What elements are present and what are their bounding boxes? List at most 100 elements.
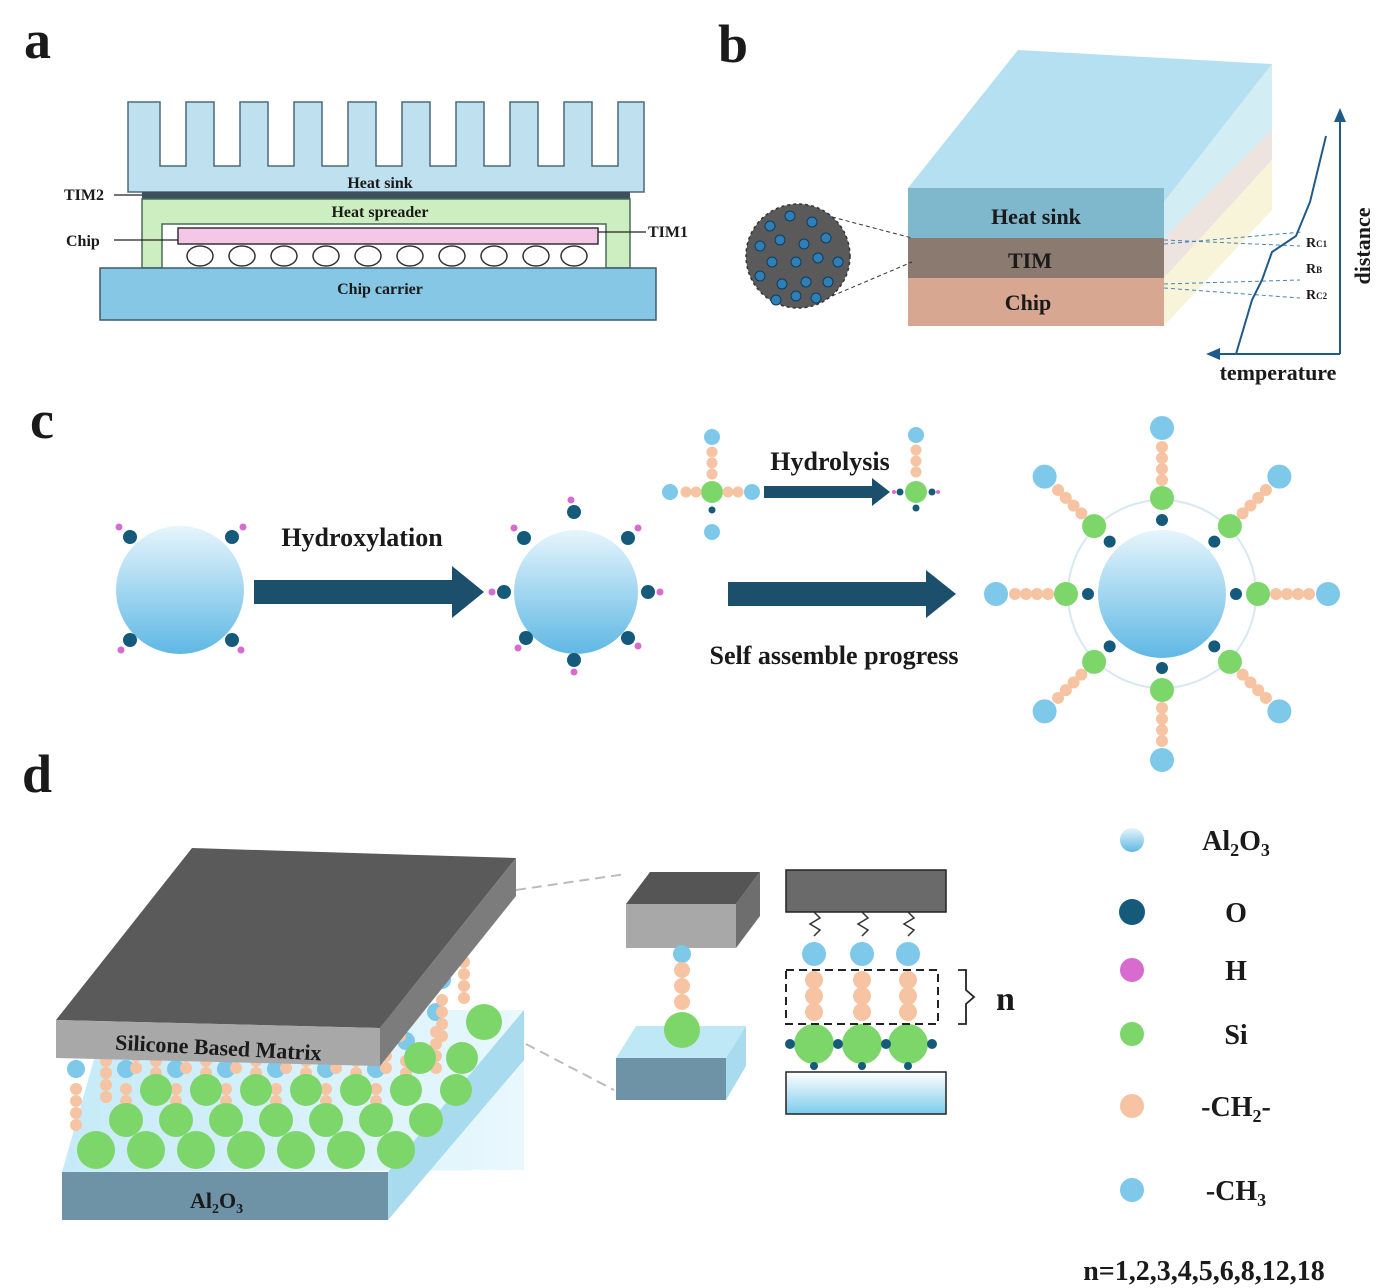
ch2-unit [458, 992, 470, 1004]
n-label: n [996, 981, 1015, 1018]
oxygen-atom [1103, 640, 1116, 653]
ch2-unit [805, 971, 823, 989]
heat-sink-a-label: Heat sink [347, 175, 412, 192]
panel-a-letter: a [24, 10, 51, 70]
ch3-group [1032, 464, 1057, 489]
ch3-group [984, 582, 1008, 606]
silicon-atom [190, 1074, 222, 1106]
hydrolysis-arrow [764, 478, 890, 506]
tim2-layer [142, 192, 630, 199]
ch2-unit [436, 1030, 448, 1042]
ch2-unit [1156, 452, 1168, 464]
rb-label: RB [1306, 262, 1322, 277]
tim1-label: TIM1 [648, 224, 688, 241]
silicon-atom [359, 1103, 393, 1137]
oxygen-atom [810, 1062, 818, 1070]
ch2-unit [1244, 676, 1257, 689]
schematic-matrix [785, 869, 947, 913]
legend-swatch [1120, 1022, 1144, 1046]
ch2-unit [320, 1083, 332, 1095]
grafted-chains [984, 416, 1340, 772]
silicon-atom [409, 1103, 443, 1137]
ch2-unit [280, 1062, 292, 1074]
rc2-line-b [1163, 287, 1301, 299]
ch2-unit [1244, 499, 1257, 512]
ch2-unit [380, 1062, 392, 1074]
oxygen-atom [904, 1062, 912, 1070]
panel-b: b Heat sink TIM Chip [718, 14, 1375, 385]
zoom-line-d-bottom [525, 1043, 615, 1091]
zoom-substrate-front [616, 1058, 726, 1100]
ch3-group [217, 1060, 235, 1078]
ch2-unit [1075, 507, 1088, 520]
chip-label-a: Chip [66, 233, 100, 250]
ch2-unit [70, 1095, 82, 1107]
heat-sink-front [908, 188, 1164, 238]
ch2-unit [1156, 724, 1168, 736]
rc1-line-a [1163, 231, 1303, 245]
silicon-atom [159, 1103, 193, 1137]
ch2-unit [1303, 588, 1315, 600]
tim-side [1164, 130, 1272, 278]
ch3-group [802, 942, 826, 966]
heat-spreader-label: Heat spreader [331, 204, 428, 221]
repeat-unit-box [785, 969, 939, 1025]
silicon-atom [277, 1131, 315, 1169]
silicon-atom [404, 1042, 436, 1074]
legend-swatch [1119, 899, 1145, 925]
ch2-unit [1236, 668, 1249, 681]
oxygen-atom [1230, 588, 1242, 600]
oxygen-atom [858, 1062, 866, 1070]
silicon-atom [1054, 582, 1078, 606]
matrix-front [56, 1020, 380, 1066]
self-assemble-arrow [728, 570, 956, 618]
ch2-unit [1156, 702, 1168, 714]
silicon-atom [290, 1074, 322, 1106]
schematic-chains [785, 911, 937, 1070]
ch2-unit [1031, 588, 1043, 600]
ch3-group [167, 1060, 185, 1078]
ch2-unit [1156, 735, 1168, 747]
tim-b-label: TIM [1008, 248, 1052, 273]
panel-c: c Hydroxylation [30, 390, 1340, 772]
ch3-group [1267, 699, 1292, 724]
ch2-unit [805, 987, 823, 1005]
self-assemble-label: Self assemble progress [710, 641, 959, 670]
silicon-atom [77, 1131, 115, 1169]
silicon-atom [109, 1103, 143, 1137]
silicon-atom [140, 1074, 172, 1106]
ch3-group [1150, 748, 1174, 772]
ch3-group [67, 1060, 85, 1078]
ch2-unit [436, 994, 448, 1006]
n-values: n=1,2,3,4,5,6,8,12,18 [1083, 1256, 1325, 1287]
ch3-group [1267, 464, 1292, 489]
alumina-particle-bare [116, 526, 244, 654]
ch3-group [850, 942, 874, 966]
ch2-unit [899, 971, 917, 989]
ch2-unit [100, 1079, 112, 1091]
silicon-atom [1217, 649, 1242, 674]
ch2-unit [1259, 691, 1272, 704]
ch2-unit [436, 1006, 448, 1018]
silicon-atom [390, 1074, 422, 1106]
ch2-unit [1252, 491, 1265, 504]
ch2-unit [120, 1083, 132, 1095]
ch2-unit [170, 1083, 182, 1095]
legend-swatch [1120, 1178, 1144, 1202]
ch3-group [1150, 416, 1174, 440]
zoom-matrix-top [626, 872, 760, 904]
oxygen-atom [1103, 535, 1116, 548]
silicon-atom [377, 1131, 415, 1169]
chip-side [1164, 160, 1272, 326]
hydrolysis-label: Hydrolysis [770, 447, 889, 476]
ch2-unit [1009, 588, 1021, 600]
ch2-unit [1059, 491, 1072, 504]
zoom-matrix-front [626, 904, 736, 948]
heat-sink-side [1164, 64, 1272, 238]
ch2-unit [1059, 684, 1072, 697]
van-der-waals-link [856, 911, 870, 937]
silicon-atom [227, 1131, 265, 1169]
oxygen-atom [881, 1039, 891, 1049]
distance-axis-arrow [1334, 108, 1346, 122]
ch2-unit [1292, 588, 1304, 600]
